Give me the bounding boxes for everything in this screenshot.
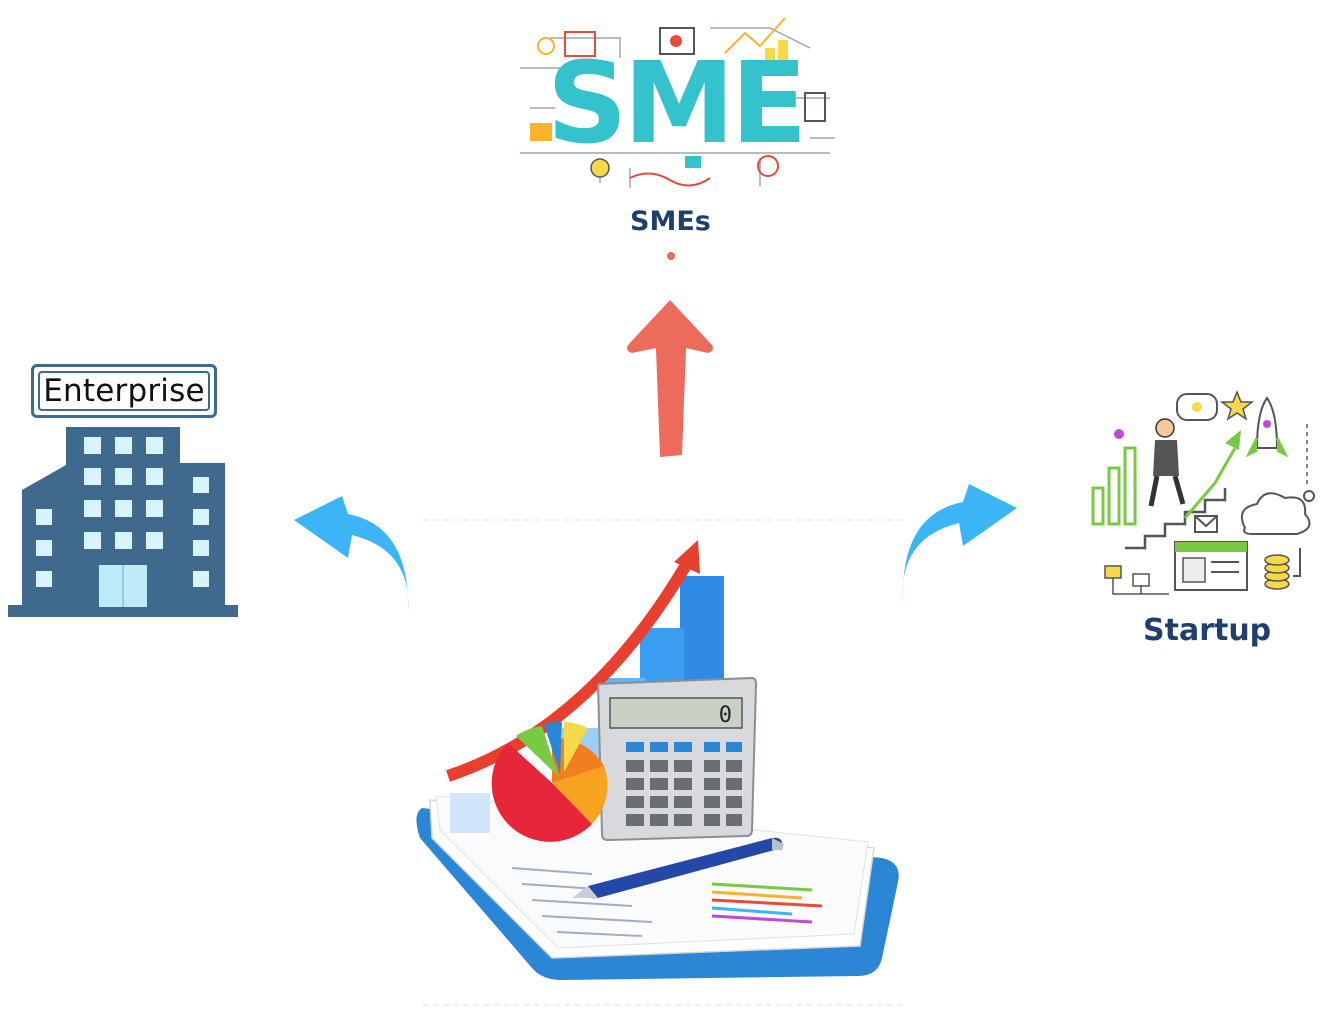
- office-building-icon: [8, 427, 238, 617]
- up-arrow: [627, 252, 713, 457]
- startup-growth-icon: [1091, 389, 1315, 595]
- curved-arrow-left: [294, 496, 409, 612]
- accounting-illustration: 0: [416, 540, 899, 980]
- enterprise-label: Enterprise: [43, 373, 205, 409]
- dashed-divider-top: [423, 519, 903, 521]
- startup-label: Startup: [1143, 613, 1272, 648]
- sme-label: SMEs: [630, 206, 711, 237]
- dashed-divider-bottom: [423, 1004, 903, 1006]
- sme-logo-text: SME: [546, 39, 808, 169]
- enterprise-sign: Enterprise: [31, 364, 217, 418]
- curved-arrow-right: [902, 484, 1017, 600]
- sme-doodle-icon: [520, 17, 835, 188]
- calculator-display: 0: [719, 703, 732, 728]
- pie-chart-icon: [491, 721, 608, 842]
